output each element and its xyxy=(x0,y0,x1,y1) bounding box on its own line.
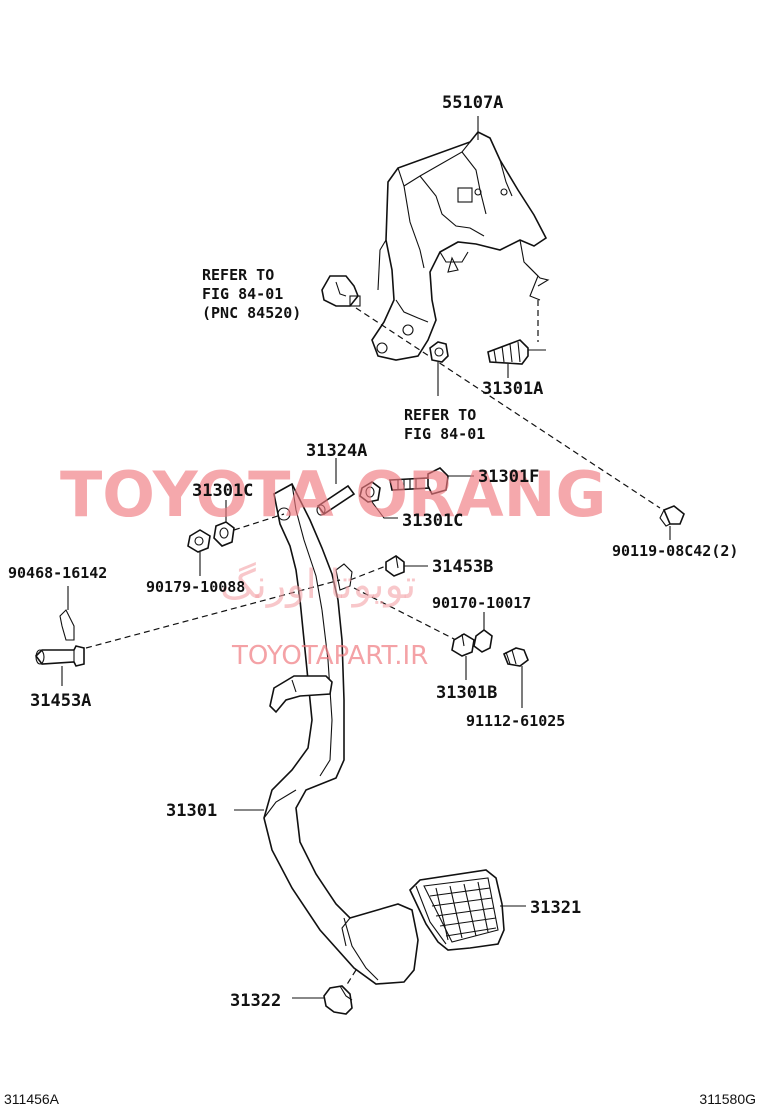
watermark-main: TOYOTA ORANG xyxy=(60,458,606,531)
bolt-90119-drawing xyxy=(659,505,685,527)
nut-90170-drawing xyxy=(473,629,493,653)
clevis-pin-31453A-drawing xyxy=(34,645,85,667)
bushing-31301C-right-drawing xyxy=(359,481,381,503)
bolt-91112-drawing xyxy=(502,647,529,667)
watermark-url: TOYOTAPART.IR xyxy=(231,641,428,671)
label-31453A: 31453A xyxy=(30,691,91,711)
bushing-31453B-drawing xyxy=(385,555,405,577)
dashed-line-31322 xyxy=(345,969,357,987)
refer-note-switch-line2: FIG 84-01 xyxy=(202,285,283,303)
label-90179: 90179-10088 xyxy=(146,578,245,596)
label-31453B: 31453B xyxy=(432,557,493,577)
cushion-31301B-drawing xyxy=(451,633,475,657)
label-31321: 31321 xyxy=(530,898,581,918)
dashed-line-bushing xyxy=(233,513,285,531)
pedal-bracket-drawing xyxy=(371,130,550,361)
label-31324A: 31324A xyxy=(306,441,367,461)
label-31301B: 31301B xyxy=(436,683,497,703)
label-31301C-right: 31301C xyxy=(402,511,463,531)
dashed-line-31453B xyxy=(349,565,387,581)
leader-31301C-right xyxy=(371,501,398,519)
label-91112: 91112-61025 xyxy=(466,712,565,730)
dashed-line-31301B xyxy=(353,587,457,641)
pin-31324A-drawing xyxy=(316,484,356,516)
stopper-31322-drawing xyxy=(323,985,353,1015)
refer-note-nut-line1: REFER TO xyxy=(404,406,476,424)
nut-drawing xyxy=(429,341,449,363)
corner-code-left: 311456A xyxy=(4,1091,60,1107)
stop-switch-drawing xyxy=(321,275,361,307)
corner-code-right: 311580G xyxy=(699,1091,756,1107)
clutch-pedal-arm-drawing xyxy=(263,482,419,985)
label-31301C-top: 31301C xyxy=(192,481,253,501)
dashed-line-pin-31453A xyxy=(85,579,341,649)
label-31301A: 31301A xyxy=(482,379,543,399)
refer-note-switch-line1: REFER TO xyxy=(202,266,274,284)
pedal-pad-31321-drawing xyxy=(409,869,505,951)
stopper-31301A-drawing xyxy=(487,300,546,365)
dashed-line-bolt-90119 xyxy=(355,307,661,509)
label-90468: 90468-16142 xyxy=(8,564,107,582)
watermark-arabic: تويوتا اورنگ xyxy=(220,562,416,608)
label-31301F: 31301F xyxy=(478,467,539,487)
refer-note-switch-line3: (PNC 84520) xyxy=(202,304,301,322)
nut-90179-drawing xyxy=(187,529,211,553)
label-90170: 90170-10017 xyxy=(432,594,531,612)
bolt-31301F-drawing xyxy=(389,467,449,495)
label-90119: 90119-08C42(2) xyxy=(612,542,738,560)
refer-note-nut-line2: FIG 84-01 xyxy=(404,425,485,443)
label-31301: 31301 xyxy=(166,801,217,821)
label-55107A: 55107A xyxy=(442,93,503,113)
clip-90468-drawing xyxy=(59,609,75,641)
label-31322: 31322 xyxy=(230,991,281,1011)
